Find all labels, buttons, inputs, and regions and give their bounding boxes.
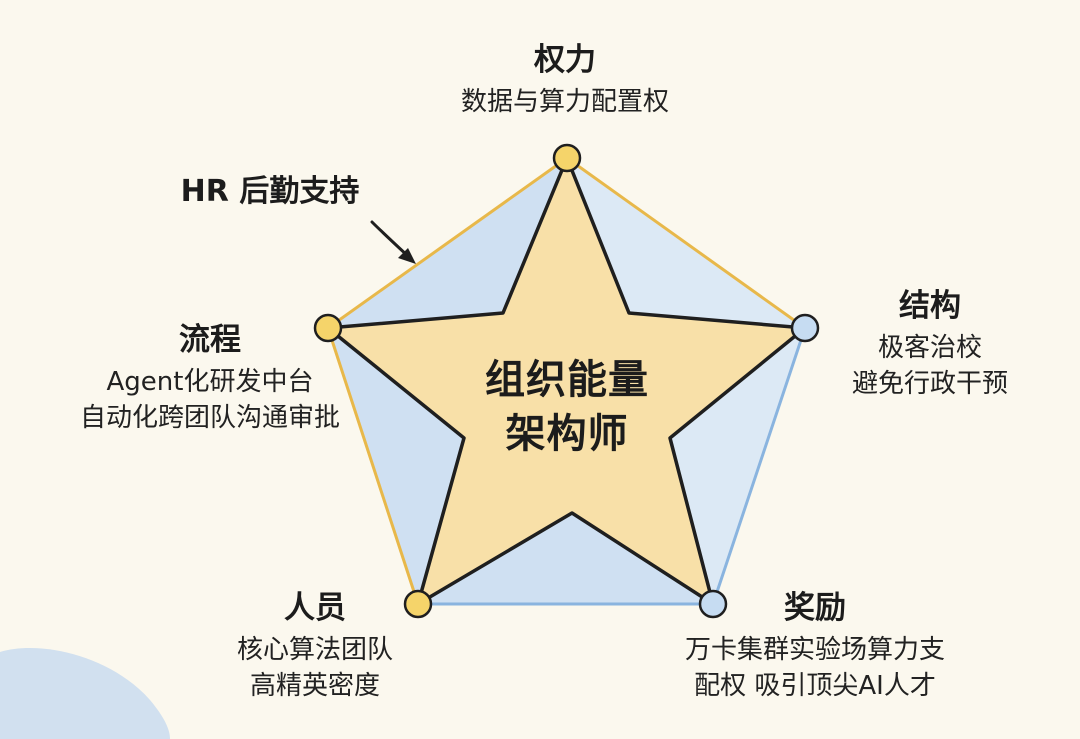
node-people-dot bbox=[403, 589, 433, 619]
callout-hr-support: HR 后勤支持 bbox=[180, 174, 360, 209]
node-structure-line: 极客治校 bbox=[877, 333, 982, 363]
corner-blob-decoration bbox=[0, 648, 170, 739]
center-title: 组织能量 架构师 bbox=[467, 353, 667, 461]
edge-power-process bbox=[327, 156, 568, 330]
node-reward-title: 奖励 bbox=[784, 590, 846, 626]
node-structure-label: 结构 极客治校 避免行政干预 bbox=[815, 286, 1045, 402]
node-structure-title: 结构 bbox=[899, 288, 961, 324]
node-process-line: 自动化跨团队沟通审批 bbox=[79, 403, 340, 433]
node-reward-label: 奖励 万卡集群实验场算力支 配权 吸引顶尖AI人才 bbox=[640, 588, 990, 704]
node-process-title: 流程 bbox=[179, 322, 241, 358]
node-power-label: 权力 数据与算力配置权 bbox=[415, 40, 715, 120]
node-power-line: 数据与算力配置权 bbox=[460, 87, 669, 117]
edge-power-structure bbox=[566, 156, 806, 330]
node-structure-line: 避免行政干预 bbox=[851, 369, 1008, 399]
node-people-title: 人员 bbox=[284, 590, 346, 626]
node-people-label: 人员 核心算法团队 高精英密度 bbox=[205, 588, 425, 704]
center-title-line1: 组织能量 bbox=[485, 357, 649, 403]
node-process-line: Agent化研发中台 bbox=[106, 367, 314, 397]
node-process-label: 流程 Agent化研发中台 自动化跨团队沟通审批 bbox=[30, 320, 390, 436]
edge-structure-reward bbox=[711, 327, 807, 605]
node-reward-dot bbox=[698, 589, 728, 619]
callout-arrow-icon bbox=[370, 220, 416, 264]
node-people-line: 核心算法团队 bbox=[236, 635, 393, 665]
center-title-line2: 架构师 bbox=[505, 411, 629, 457]
node-process-dot bbox=[313, 313, 343, 343]
node-power-title: 权力 bbox=[534, 42, 596, 78]
node-power-dot bbox=[552, 143, 582, 173]
edge-process-people bbox=[326, 327, 420, 605]
node-structure-dot bbox=[790, 313, 820, 343]
node-reward-line: 配权 吸引顶尖AI人才 bbox=[694, 671, 936, 701]
node-people-line: 高精英密度 bbox=[249, 671, 380, 701]
node-reward-line: 万卡集群实验场算力支 bbox=[684, 635, 945, 665]
star-shape bbox=[326, 156, 807, 606]
